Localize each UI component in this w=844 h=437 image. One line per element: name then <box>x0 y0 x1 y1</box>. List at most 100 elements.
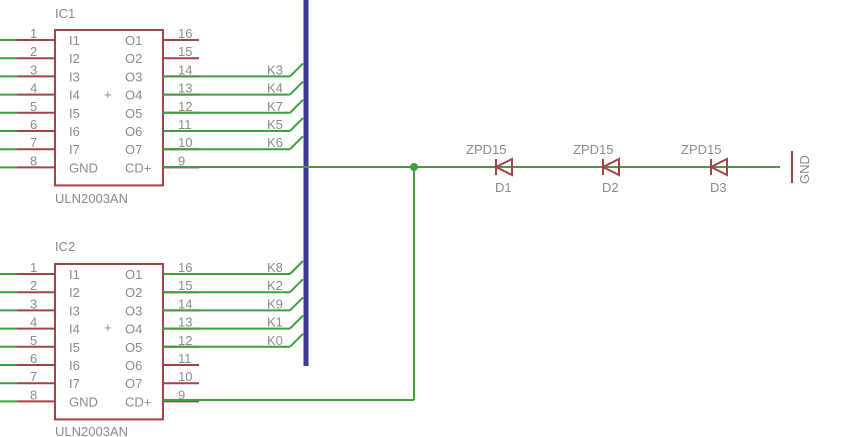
pin-number: 5 <box>30 99 37 114</box>
pin-label: O7 <box>125 142 142 157</box>
diode-ref: D2 <box>602 180 619 195</box>
pin-number: 8 <box>30 153 37 168</box>
pin-label: CD+ <box>125 394 151 409</box>
pin-label: O4 <box>125 88 142 103</box>
pin-label: I3 <box>69 303 80 318</box>
ic1-body <box>54 29 164 187</box>
pin-label: I5 <box>69 106 80 121</box>
diode-ref: D1 <box>495 180 512 195</box>
pin-number: 2 <box>30 44 37 59</box>
pin-label: CD+ <box>125 160 151 175</box>
bus-entry <box>289 314 304 330</box>
pin-label: I6 <box>69 124 80 139</box>
pin-label: GND <box>69 160 98 175</box>
net-label: K7 <box>267 99 283 114</box>
pin-label: I7 <box>69 376 80 391</box>
pin-label: I1 <box>69 267 80 282</box>
pin-label: O2 <box>125 285 142 300</box>
ic2-part: ULN2003AN <box>55 424 128 437</box>
pin-label: O4 <box>125 322 142 337</box>
net-label: K6 <box>267 135 283 150</box>
pin-number: 10 <box>178 369 192 384</box>
pin-number: 14 <box>178 62 192 77</box>
pin-number: 6 <box>30 351 37 366</box>
pin-number: 6 <box>30 117 37 132</box>
bus-entry <box>289 117 304 132</box>
pin-number: 7 <box>30 135 37 150</box>
pin-number: 11 <box>178 351 192 366</box>
net-label: K5 <box>267 117 283 132</box>
bus-entry <box>289 296 304 312</box>
pin-number: 15 <box>178 44 192 59</box>
pin-number: 4 <box>30 81 37 96</box>
pin-number: 9 <box>178 153 185 168</box>
junction-dot <box>410 163 418 171</box>
bus-entry <box>289 260 304 275</box>
net-label: K8 <box>267 260 283 275</box>
pin-number: 2 <box>30 278 37 293</box>
pin-label: I3 <box>69 69 80 84</box>
bus-entry <box>289 99 304 114</box>
pin-number: 4 <box>30 315 37 330</box>
pin-label: I4 <box>69 88 80 103</box>
pin-number: 7 <box>30 369 37 384</box>
net-label: K0 <box>267 333 283 348</box>
net-label: K9 <box>267 296 283 311</box>
diode-3-triangle <box>708 157 728 177</box>
pin-label: O1 <box>125 33 142 48</box>
net-label: K3 <box>267 62 283 77</box>
ic2-center-mark: + <box>104 320 112 335</box>
ic1-name: IC1 <box>55 6 75 21</box>
pin-label: I2 <box>69 51 80 66</box>
ic2-body <box>54 263 164 421</box>
diode-value: ZPD15 <box>466 142 506 157</box>
pin-number: 12 <box>178 99 192 114</box>
pin-label: I1 <box>69 33 80 48</box>
bus-entry <box>289 80 304 96</box>
pin-number: 3 <box>30 62 37 77</box>
ic1-center-mark: + <box>104 87 112 102</box>
pin-number: 12 <box>178 333 192 348</box>
pin-number: 13 <box>178 315 192 330</box>
pin-label: I2 <box>69 285 80 300</box>
pin-number: 16 <box>178 26 192 41</box>
pin-label: O1 <box>125 267 142 282</box>
diode-ref: D3 <box>710 180 727 195</box>
pin-label: I5 <box>69 340 80 355</box>
pin-number: 3 <box>30 296 37 311</box>
gnd-label: GND <box>797 155 812 184</box>
pin-label: GND <box>69 394 98 409</box>
pin-label: I7 <box>69 142 80 157</box>
ic1-part: ULN2003AN <box>55 191 128 206</box>
diode-2-triangle <box>600 157 620 177</box>
pin-label: O6 <box>125 358 142 373</box>
bus-entry <box>289 333 304 348</box>
pin-label: O3 <box>125 69 142 84</box>
pin-number: 14 <box>178 296 192 311</box>
bus-entry <box>289 135 304 150</box>
diode-1-triangle <box>493 157 513 177</box>
net-label: K4 <box>267 81 283 96</box>
pin-label: O5 <box>125 106 142 121</box>
gnd-symbol: GND <box>791 151 812 184</box>
pin-number: 5 <box>30 333 37 348</box>
pin-number: 1 <box>30 26 37 41</box>
bus-entry <box>289 62 304 78</box>
pin-label: O3 <box>125 303 142 318</box>
bus-entry <box>289 278 304 293</box>
pin-label: I6 <box>69 358 80 373</box>
pin-number: 8 <box>30 387 37 402</box>
pin-number: 9 <box>178 387 185 402</box>
pin-number: 16 <box>178 260 192 275</box>
pin-label: O7 <box>125 376 142 391</box>
pin-number: 11 <box>178 117 192 132</box>
pin-label: I4 <box>69 322 80 337</box>
pin-label: O5 <box>125 340 142 355</box>
pin-number: 1 <box>30 260 37 275</box>
pin-label: O2 <box>125 51 142 66</box>
net-label: K2 <box>267 278 283 293</box>
net-label: K1 <box>267 315 283 330</box>
